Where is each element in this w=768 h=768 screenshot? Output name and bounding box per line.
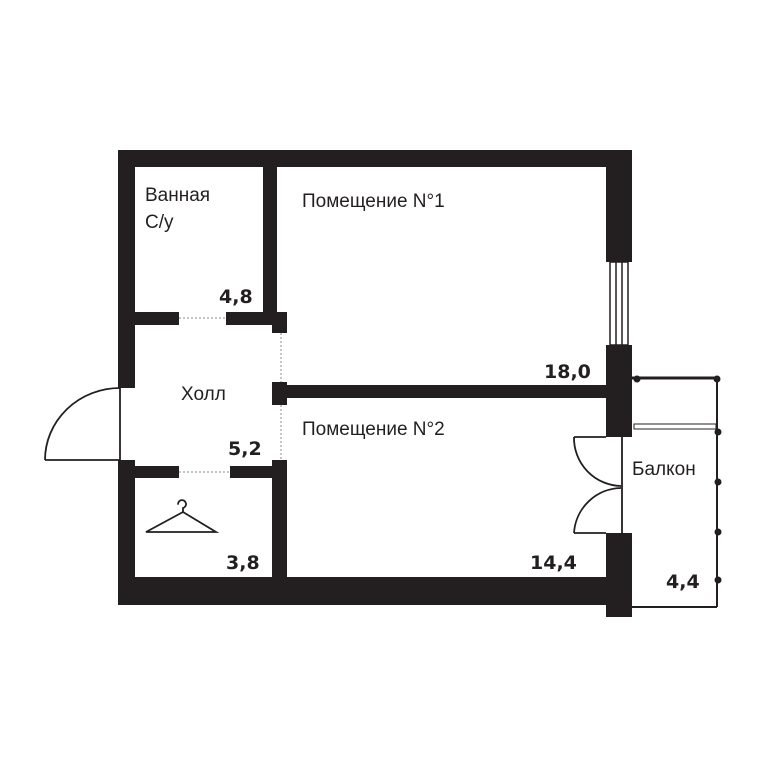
room-area-wardrobe: 3,8 bbox=[226, 552, 260, 574]
wall-rooms-divider bbox=[272, 385, 606, 398]
balcony-door[interactable] bbox=[573, 436, 623, 534]
room-label-room1: Помещение N°1 bbox=[302, 191, 445, 212]
wall-left-lower bbox=[118, 460, 135, 605]
wall-right-mid bbox=[606, 345, 632, 437]
wall-bath-bottom-left bbox=[135, 312, 179, 325]
wall-closet-top-left bbox=[135, 466, 179, 478]
room-area-balcony: 4,4 bbox=[666, 571, 700, 593]
wall-top bbox=[118, 150, 632, 167]
wall-left-upper bbox=[118, 150, 135, 388]
room-area-room2: 14,4 bbox=[530, 552, 577, 574]
room-label-bathroom-wc: С/у bbox=[145, 212, 174, 233]
wall-right-top bbox=[606, 150, 632, 262]
wall-bottom bbox=[118, 577, 632, 605]
wall-stub-middle bbox=[272, 382, 287, 405]
room-label-balcony: Балкон bbox=[632, 459, 696, 480]
wall-stub-upper bbox=[272, 312, 287, 333]
wall-closet-right bbox=[272, 460, 287, 577]
room-label-hall: Холл bbox=[181, 384, 226, 405]
balcony bbox=[632, 375, 722, 608]
wall-right-bottom bbox=[606, 533, 632, 617]
openings bbox=[179, 317, 282, 473]
hanger-icon bbox=[145, 499, 220, 533]
room-area-bathroom: 4,8 bbox=[219, 286, 253, 308]
wall-bath-right bbox=[263, 167, 277, 325]
wall-bath-bottom-right bbox=[226, 312, 277, 325]
room-label-bathroom: Ванная bbox=[145, 185, 210, 206]
room-area-room1: 18,0 bbox=[544, 361, 591, 383]
room-label-room2: Помещение N°2 bbox=[302, 419, 445, 440]
walls bbox=[118, 150, 632, 617]
room-area-hall: 5,2 bbox=[228, 438, 262, 460]
window-room1 bbox=[609, 261, 629, 346]
entrance-door[interactable] bbox=[44, 387, 121, 461]
